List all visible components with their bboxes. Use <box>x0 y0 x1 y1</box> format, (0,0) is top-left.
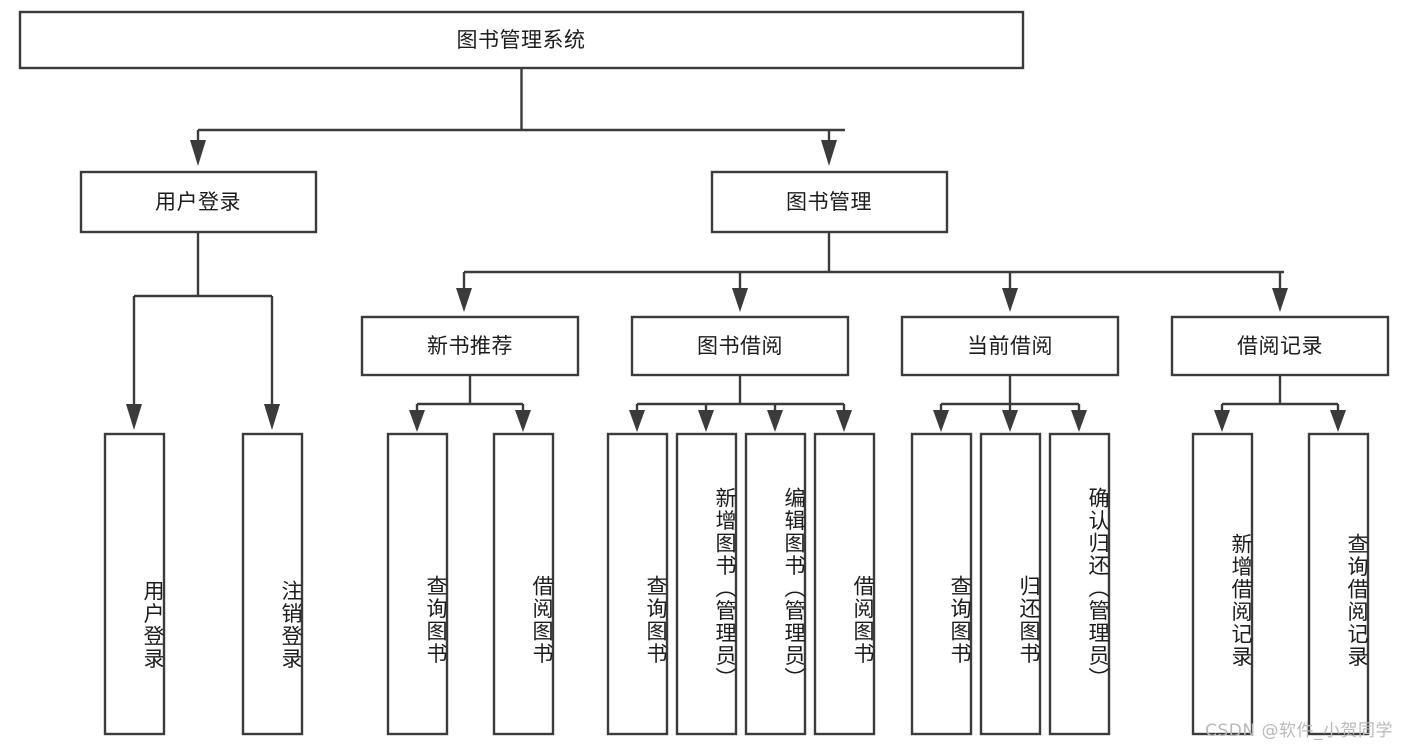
node-current-borrow-box[interactable] <box>900 315 1120 377</box>
node-book-borrow-label: 图书借阅 <box>697 334 783 358</box>
leaf-query-book-2-box[interactable] <box>606 432 669 736</box>
arrowhead-leaf-borrow-book-1 <box>515 410 531 432</box>
arrowhead-leaf-query-book-2 <box>629 410 645 432</box>
node-new-book-recommend-label: 新书推荐 <box>427 334 513 358</box>
arrowhead-current-borrow <box>1002 288 1018 312</box>
node-borrow-record-box[interactable] <box>1170 315 1390 377</box>
arrowhead-leaf-borrow-book-2 <box>836 410 852 432</box>
connector-layer <box>126 68 1346 432</box>
arrowhead-leaf-edit-book <box>767 410 783 432</box>
node-borrow-record-label: 借阅记录 <box>1237 334 1323 358</box>
arrowhead-leaf-add-record <box>1214 410 1230 432</box>
node-book-manage-label: 图书管理 <box>786 190 872 214</box>
arrowhead-leaf-confirm-return <box>1071 410 1087 432</box>
leaf-confirm-return-box[interactable] <box>1048 432 1111 736</box>
csdn-watermark: CSDN @软件_小贺同学 <box>1205 721 1393 741</box>
node-book-manage-box[interactable] <box>710 170 949 234</box>
node-current-borrow-label: 当前借阅 <box>967 334 1053 358</box>
node-user-login-label: 用户登录 <box>155 190 241 214</box>
arrowhead-user-login <box>190 140 206 166</box>
node-title-label: 图书管理系统 <box>457 28 586 52</box>
node-book-borrow-box[interactable] <box>630 315 850 377</box>
leaf-borrow-book-1-box[interactable] <box>492 432 555 736</box>
leaf-query-record-box[interactable] <box>1307 432 1370 736</box>
node-new-book-recommend-box[interactable] <box>360 315 580 377</box>
arrowhead-leaf-query-record <box>1330 410 1346 432</box>
arrowhead-new-book-recommend <box>456 288 472 312</box>
arrowhead-borrow-record <box>1272 288 1288 312</box>
leaf-query-book-1-box[interactable] <box>386 432 449 736</box>
arrowhead-leaf-return-book <box>1002 410 1018 432</box>
leaf-user-login-box[interactable] <box>103 432 166 736</box>
arrowhead-leaf-logout-login <box>264 404 280 430</box>
leaf-logout-login-box[interactable] <box>241 432 304 736</box>
arrowhead-book-manage <box>821 140 837 166</box>
leaf-return-book-box[interactable] <box>979 432 1042 736</box>
leaf-query-book-3-box[interactable] <box>910 432 973 736</box>
node-user-login-box[interactable] <box>79 170 318 234</box>
node-layer: 图书管理系统 用户登录 图书管理 新书推荐 图书借阅 当前借阅 借阅记录 <box>18 10 1390 736</box>
arrowhead-leaf-query-book-1 <box>409 410 425 432</box>
arrowhead-leaf-user-login <box>126 404 142 430</box>
arrowhead-leaf-add-book <box>698 410 714 432</box>
leaf-add-book-box[interactable] <box>675 432 738 736</box>
leaf-edit-book-box[interactable] <box>744 432 807 736</box>
arrowhead-leaf-query-book-3 <box>933 410 949 432</box>
arrowhead-book-borrow <box>732 288 748 312</box>
leaf-add-record-box[interactable] <box>1191 432 1254 736</box>
leaf-borrow-book-2-box[interactable] <box>813 432 876 736</box>
node-title-box[interactable] <box>18 10 1025 70</box>
